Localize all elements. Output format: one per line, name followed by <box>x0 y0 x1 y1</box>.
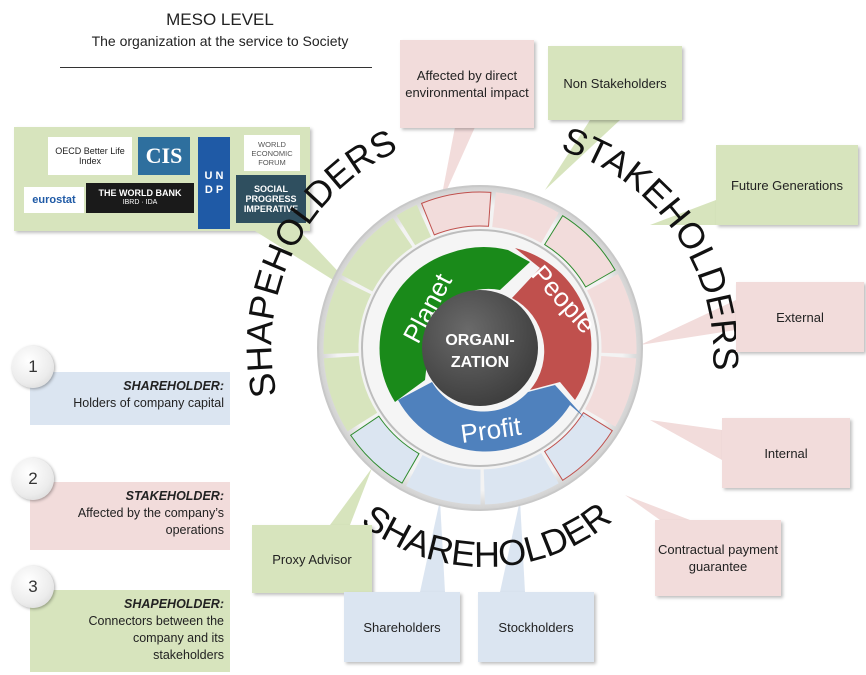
legend-shapeholder: SHAPEHOLDER: Connectors between the comp… <box>30 590 230 672</box>
sector-stockholders <box>483 452 559 505</box>
legend-shareholder: SHAREHOLDER: Holders of company capital <box>30 372 230 425</box>
center-label-line1: ORGANI- <box>445 332 514 349</box>
people-segment <box>512 248 592 400</box>
profit-segment <box>398 382 585 452</box>
organization-center <box>422 290 538 406</box>
sector-shape-1 <box>323 355 378 432</box>
spi-logo-text: SOCIAL PROGRESS IMPERATIVE <box>243 184 299 214</box>
callout-internal: Internal <box>722 418 850 488</box>
oecd-logo-text: OECD Better Life Index <box>55 146 125 166</box>
contractual-callout-pointer <box>625 495 690 520</box>
callout-shareholders: Shareholders <box>344 592 460 662</box>
legend-stakeholder: STAKEHOLDER: Affected by the company’s o… <box>30 482 230 550</box>
sector-non-stakeholders <box>492 192 559 244</box>
legend-shapeholder-title: SHAPEHOLDER: <box>123 597 224 611</box>
center-label-line2: ZATION <box>451 354 509 371</box>
sector-shape-2 <box>323 278 372 354</box>
legend-shareholder-title: SHAREHOLDER: <box>123 379 224 393</box>
page-title: MESO LEVEL <box>166 10 274 29</box>
proxy-callout-pointer <box>330 468 372 525</box>
legend-stakeholder-title: STAKEHOLDER: <box>125 489 224 503</box>
sector-external-2 <box>584 355 637 427</box>
worldbank-logo-text: THE WORLD BANK <box>98 188 182 198</box>
eurostat-logo: eurostat <box>24 187 84 213</box>
callout-proxy-advisor: Proxy Advisor <box>252 525 372 593</box>
cis-logo: CIS <box>138 137 190 175</box>
worldbank-logo: THE WORLD BANK IBRD · IDA <box>86 183 194 213</box>
wef-logo-text: WORLD ECONOMIC FORUM <box>251 139 293 167</box>
header-divider <box>60 67 372 68</box>
internal-callout-pointer <box>650 420 722 460</box>
callout-affected: Affected by direct environmental impact <box>400 40 534 128</box>
callout-external: External <box>736 282 864 352</box>
affected-callout-pointer <box>440 127 475 205</box>
legend-number-3: 3 <box>12 566 54 608</box>
sector-future-generations <box>543 215 616 288</box>
spi-logo: SOCIAL PROGRESS IMPERATIVE <box>236 175 306 223</box>
undp-logo-text: U N D P <box>204 170 224 196</box>
shareholders-callout-pointer <box>420 500 445 592</box>
worldbank-logo-subtext: IBRD · IDA <box>122 199 158 206</box>
page-subtitle: The organization at the service to Socie… <box>91 33 349 49</box>
sector-proxy-advisor <box>349 415 420 484</box>
stockholders-callout-pointer <box>500 500 525 592</box>
shapeholder-logos-panel: OECD Better Life Index CIS U N D P WORLD… <box>14 127 310 231</box>
callout-contractual: Contractual payment guarantee <box>655 520 781 596</box>
wef-logo: WORLD ECONOMIC FORUM <box>244 135 300 171</box>
callout-future-generations: Future Generations <box>716 145 858 225</box>
callout-non-stakeholders: Non Stakeholders <box>548 46 682 120</box>
planet-segment <box>379 247 530 402</box>
sector-affected <box>420 191 492 236</box>
oecd-logo: OECD Better Life Index <box>48 137 132 175</box>
sector-contractual <box>543 411 613 481</box>
eurostat-logo-text: eurostat <box>32 194 76 206</box>
sector-shape-4 <box>396 204 432 246</box>
legend-number-1: 1 <box>12 346 54 388</box>
legend-shapeholder-text: Connectors between the company and its s… <box>88 614 224 662</box>
callout-stockholders: Stockholders <box>478 592 594 662</box>
non-stakeholders-callout-pointer <box>545 120 620 190</box>
external-callout-pointer <box>640 300 736 345</box>
ring-sectors <box>323 191 637 505</box>
sector-shape-3 <box>341 217 413 292</box>
legend-number-2: 2 <box>12 458 54 500</box>
sector-shareholders <box>406 455 481 505</box>
sector-external <box>587 274 637 354</box>
future-callout-pointer <box>650 200 716 225</box>
legend-stakeholder-text: Affected by the company’s operations <box>77 506 224 537</box>
undp-logo: U N D P <box>198 137 230 229</box>
legend-shareholder-text: Holders of company capital <box>73 396 224 410</box>
